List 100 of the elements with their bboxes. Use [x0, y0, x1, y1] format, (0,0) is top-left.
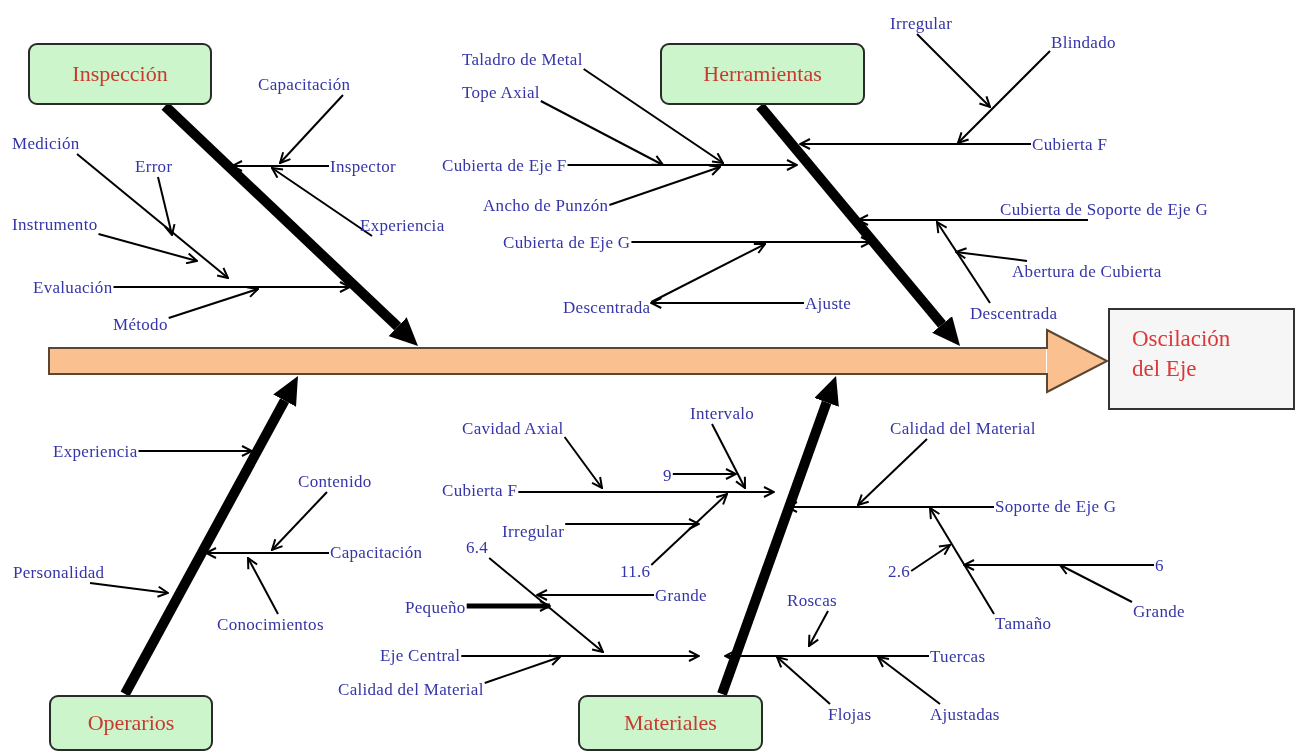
cause-label: 2.6 [888, 562, 911, 581]
arrow [916, 33, 991, 108]
arrow [808, 610, 829, 647]
arrow [564, 518, 700, 530]
cause-label: Calidad del Material [890, 419, 1036, 438]
cause-label: Cubierta de Eje F [442, 156, 567, 175]
cause-label: Capacitación [258, 75, 351, 94]
arrow [539, 100, 664, 166]
arrow [76, 153, 229, 279]
cause-label: Capacitación [330, 543, 423, 562]
category-box: Operarios [49, 695, 213, 751]
arrow [205, 547, 330, 559]
arrow [650, 297, 805, 309]
arrow [650, 243, 766, 303]
arrow [536, 589, 655, 601]
cause-label: Cubierta F [1032, 135, 1108, 154]
arrow [231, 160, 330, 172]
category-box: Herramientas [660, 43, 865, 105]
cause-label: Soporte de Eje G [995, 497, 1117, 516]
arrow [460, 650, 700, 662]
arrow [857, 438, 928, 506]
arrow [1059, 564, 1133, 603]
arrow [929, 507, 995, 615]
arrow [466, 600, 551, 612]
arrow [857, 214, 1089, 226]
category-box: Inspección [28, 43, 212, 105]
cause-label: 11.6 [620, 562, 651, 581]
arrow [963, 559, 1155, 571]
cause-label: Roscas [787, 591, 837, 610]
cause-label: Personalidad [13, 563, 105, 582]
arrow [877, 656, 941, 705]
cause-label: Irregular [890, 14, 953, 33]
arrow [650, 493, 728, 566]
cause-label: Conocimientos [217, 615, 324, 634]
cause-label: Blindado [1051, 33, 1116, 52]
arrow [137, 445, 253, 457]
cause-label: Error [135, 157, 173, 176]
cause-label: Descentrada [563, 298, 651, 317]
cause-label: Ancho de Punzón [483, 196, 609, 215]
bone-arrow [756, 102, 961, 346]
arrow [630, 236, 872, 248]
arrow [582, 68, 724, 164]
cause-label: Cubierta de Soporte de Eje G [1000, 200, 1209, 219]
cause-label: Grande [655, 586, 707, 605]
arrow [563, 436, 603, 489]
arrow [910, 544, 951, 572]
arrow [799, 138, 1032, 150]
arrow [167, 286, 259, 319]
arrow [671, 468, 737, 480]
cause-label: Inspector [330, 157, 396, 176]
cause-label: Calidad del Material [338, 680, 484, 699]
cause-label: Contenido [298, 472, 372, 491]
arrow [271, 491, 328, 551]
arrow [271, 167, 373, 237]
cause-label: Irregular [502, 522, 565, 541]
effect-box: Oscilación del Eje [1108, 308, 1295, 410]
arrow [711, 423, 746, 489]
cause-label: Experiencia [360, 216, 445, 235]
bone-arrow [161, 102, 418, 346]
cause-label: Abertura de Cubierta [1012, 262, 1162, 281]
cause-label: Tamaño [995, 614, 1052, 633]
arrow [89, 582, 169, 598]
cause-label: Flojas [828, 705, 872, 724]
arrow [97, 233, 198, 265]
arrow [279, 94, 344, 164]
cause-label: 9 [663, 466, 672, 485]
cause-label: Intervalo [690, 404, 755, 423]
cause-label: Evaluación [33, 278, 113, 297]
arrow [247, 557, 279, 615]
cause-label: Método [113, 315, 168, 334]
arrow [157, 176, 176, 236]
cause-label: 6.4 [466, 538, 489, 557]
cause-label: Ajustadas [930, 705, 1000, 724]
cause-label: Tope Axial [462, 83, 540, 102]
cause-label: 6 [1155, 556, 1164, 575]
spine-arrow [1046, 328, 1110, 394]
cause-label: Cavidad Axial [462, 419, 564, 438]
arrow [955, 247, 1028, 262]
arrow [936, 221, 991, 304]
cause-label: Ajuste [805, 294, 852, 313]
cause-label: Eje Central [380, 646, 461, 665]
bone-arrow [717, 376, 839, 696]
arrow [608, 164, 721, 206]
arrow [957, 50, 1051, 144]
arrow [566, 159, 798, 171]
cause-label: Descentrada [970, 304, 1058, 323]
cause-label: Medición [12, 134, 80, 153]
cause-label: Taladro de Metal [462, 50, 583, 69]
category-box: Materiales [578, 695, 763, 751]
bone-arrow [120, 376, 298, 697]
cause-label: Cubierta de Eje G [503, 233, 631, 252]
cause-label: Cubierta F [442, 481, 518, 500]
spine-bar [48, 347, 1046, 375]
arrow [488, 557, 604, 653]
cause-label: Pequeño [405, 598, 466, 617]
cause-label: Grande [1133, 602, 1185, 621]
arrow [483, 654, 561, 684]
arrow [724, 650, 930, 662]
cause-label: Instrumento [12, 215, 98, 234]
cause-label: Tuercas [930, 647, 986, 666]
